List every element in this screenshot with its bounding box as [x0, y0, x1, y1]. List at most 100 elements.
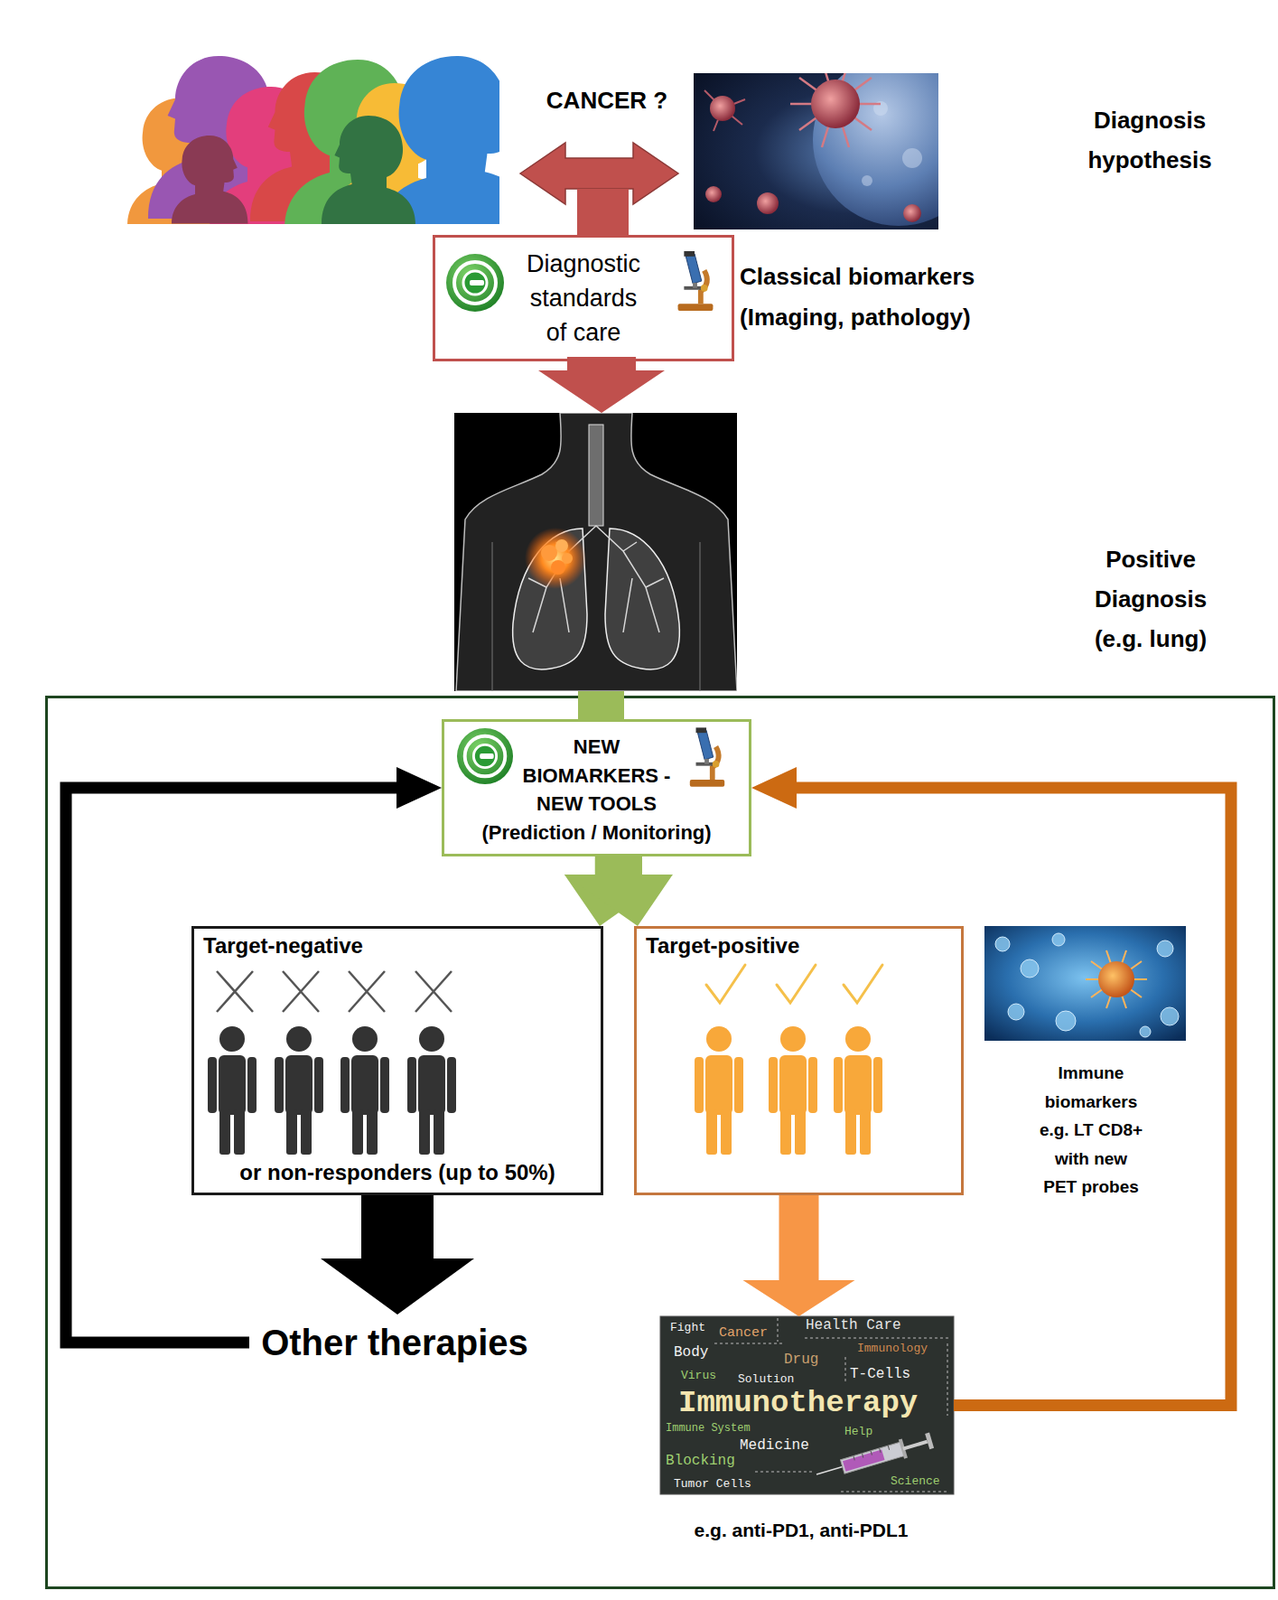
word-cloud-text: Health Care [805, 1317, 902, 1333]
lung-image [454, 412, 737, 691]
cancer-cell [705, 186, 722, 203]
node-text: Target-negative [203, 932, 592, 960]
arrow-head [751, 766, 797, 809]
cell-texture [902, 148, 923, 168]
outer-frame [46, 697, 1275, 1588]
green-arrow-shaft [578, 690, 625, 719]
node-text: Diagnostic standards of care [522, 246, 645, 350]
immunotherapy-picture [660, 1315, 954, 1494]
biomarker-icon [446, 253, 504, 312]
immune-cell [1098, 960, 1135, 998]
cross-mark [348, 970, 385, 1012]
lung [513, 528, 588, 670]
word-cloud-text: Help [844, 1425, 873, 1437]
word-cloud-text: Immunotherapy [678, 1387, 918, 1418]
immunotherapy-board: FightCancerHealth CareBodyDrugImmunology… [660, 1315, 954, 1494]
word-cloud-text: Blocking [665, 1453, 736, 1468]
block-arrow [743, 1194, 856, 1316]
node-text: Other therapies [254, 1320, 535, 1364]
biomarker-icon [457, 727, 514, 784]
feedback-arrow [65, 766, 442, 1343]
arrow-body [564, 856, 673, 926]
standards-box: Diagnostic standards of care [432, 234, 735, 362]
word-cloud-text: Immune System [665, 1422, 751, 1434]
person-figure [833, 1026, 883, 1155]
biomarker-tools-box: NEW BIOMARKERS - NEW TOOLS(Prediction / … [441, 718, 752, 857]
image-ground [984, 925, 1186, 1041]
person-figure [768, 1026, 818, 1155]
arrow-body [743, 1194, 856, 1316]
arrow-body [564, 856, 673, 926]
therapy-node: Other therapies [249, 1314, 541, 1371]
down-arrow [538, 356, 665, 413]
node-text: NEW BIOMARKERS - NEW TOOLS [519, 732, 675, 819]
word-cloud-text: Solution [737, 1372, 794, 1385]
split-arrow [564, 856, 673, 926]
word-cloud-text: T-Cells [849, 1366, 911, 1381]
negative-people [207, 1026, 457, 1155]
cell-spikes [1085, 950, 1148, 1008]
check-marks [706, 964, 883, 1003]
microscope-icon [678, 251, 714, 311]
microscope-icon [690, 727, 725, 786]
word-cloud-text: Virus [680, 1369, 717, 1381]
positive-people [694, 1026, 883, 1155]
person-figure [274, 1026, 324, 1155]
arrow-head [396, 766, 442, 809]
cell-texture [861, 175, 873, 187]
tumor-glow [524, 527, 587, 589]
image-ground [454, 412, 737, 691]
word-cloud-text: Tumor Cells [673, 1477, 752, 1490]
cross-marks [216, 970, 452, 1012]
node-text: (Prediction / Monitoring) [449, 818, 744, 848]
annotation-label: Positive Diagnosis (e.g. lung) [1073, 539, 1228, 659]
node-text: Target-positive [645, 932, 952, 960]
check-mark [706, 964, 746, 1003]
word-cloud-text: Medicine [739, 1437, 810, 1453]
word-cloud-text: Drug [783, 1352, 819, 1367]
word-cloud-text: Fight [670, 1321, 706, 1334]
head-silhouette [171, 135, 249, 224]
word-cloud-text: Body [673, 1344, 709, 1360]
person-figure [407, 1026, 457, 1155]
cancer-cell [756, 192, 779, 215]
cancer-cell [903, 204, 922, 223]
head-silhouette [321, 115, 416, 224]
check-mark [843, 964, 883, 1003]
tumor [550, 559, 566, 575]
cross-mark [415, 970, 452, 1012]
tumor [541, 544, 558, 561]
cross-mark [282, 970, 319, 1012]
lung [605, 528, 680, 670]
arrow-line [65, 787, 397, 1343]
cell-spikes [790, 73, 881, 148]
red-arrows [520, 142, 679, 413]
person-figure [340, 1026, 390, 1155]
arrow-body [320, 1194, 475, 1315]
annotation-label: e.g. anti-PD1, anti-PDL1 [638, 1517, 964, 1543]
small-cells [995, 932, 1179, 1037]
torso-outline [456, 412, 737, 691]
cancer-cell [709, 95, 736, 122]
trachea [588, 424, 604, 526]
cancer-cell [811, 79, 860, 129]
check-mark [776, 964, 816, 1003]
tumor [561, 552, 573, 564]
cell-spikes [704, 90, 746, 131]
feedback-arrow [751, 766, 1232, 1406]
cancer-cell-image [693, 73, 939, 230]
person-figure [694, 1026, 744, 1155]
split-arrow [564, 856, 673, 926]
chalkboard [660, 1315, 954, 1494]
annotation-label: Diagnosis hypothesis [1045, 100, 1254, 180]
node-text: or non-responders (up to 50%) [203, 1159, 592, 1185]
immune-cell-image [984, 925, 1186, 1041]
target-positive-box: Target-positive [634, 925, 964, 1195]
word-cloud-text: Science [890, 1474, 941, 1487]
annotation-label: CANCER ? [516, 85, 698, 115]
cross-mark [216, 970, 253, 1012]
person-figure [207, 1026, 257, 1155]
block-arrow [320, 1194, 475, 1315]
word-cloud-text: Immunology [857, 1342, 928, 1354]
